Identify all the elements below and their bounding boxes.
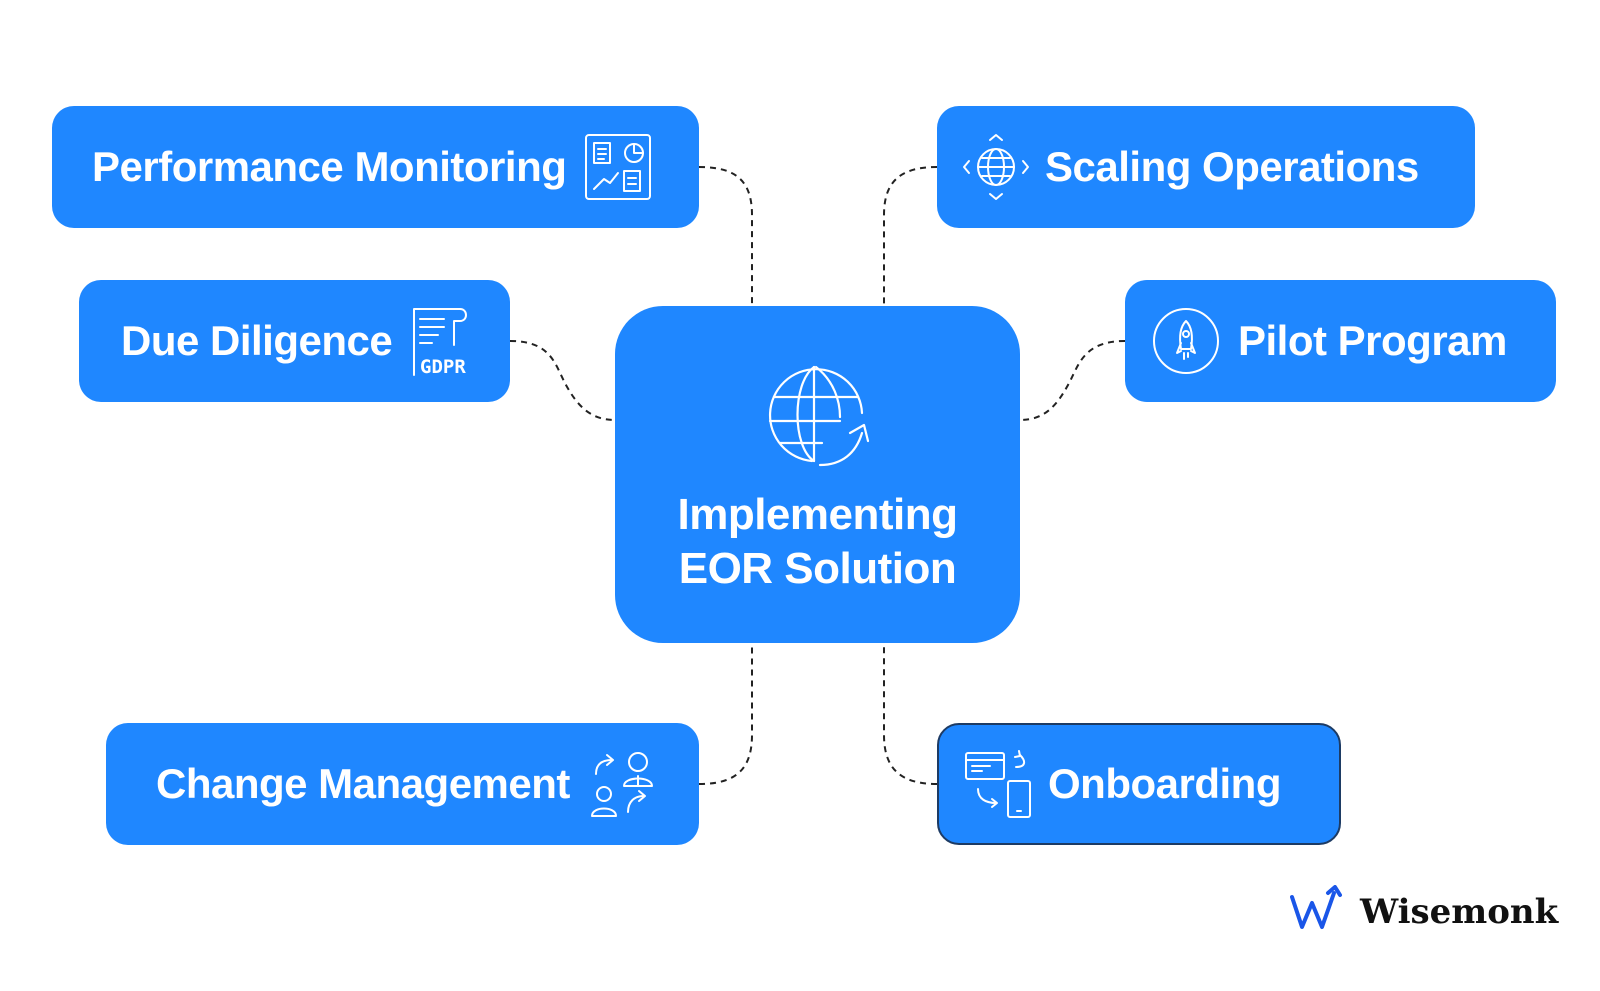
connector-pilot xyxy=(1019,340,1126,421)
people-exchange-icon xyxy=(588,750,656,818)
rocket-icon xyxy=(1152,307,1220,375)
node-label-change-management: Change Management xyxy=(156,760,570,807)
globe-arrow-icon xyxy=(762,361,874,478)
center-title: Implementing EOR Solution xyxy=(677,488,958,596)
node-label-onboarding: Onboarding xyxy=(1048,760,1281,807)
globe-expand-icon xyxy=(961,132,1031,202)
node-label-due-diligence: Due Diligence xyxy=(121,317,393,364)
devices-sync-icon xyxy=(964,749,1034,819)
node-onboarding: Onboarding xyxy=(937,723,1341,845)
center-title-line1: Implementing xyxy=(677,490,958,539)
connector-performance xyxy=(698,166,753,306)
node-label-pilot-program: Pilot Program xyxy=(1238,317,1507,364)
node-scaling-operations: Scaling Operations xyxy=(937,106,1475,228)
brand-name: Wisemonk xyxy=(1360,891,1559,932)
gdpr-document-icon: GDPR xyxy=(410,305,480,377)
dashboard-icon xyxy=(584,133,652,201)
node-pilot-program: Pilot Program xyxy=(1125,280,1556,402)
center-title-line2: EOR Solution xyxy=(678,544,957,593)
gdpr-text: GDPR xyxy=(420,356,466,377)
connector-change xyxy=(698,643,753,785)
center-node: Implementing EOR Solution xyxy=(615,306,1020,643)
brand-logo: Wisemonk xyxy=(1290,885,1558,938)
node-label-scaling-operations: Scaling Operations xyxy=(1045,143,1419,190)
connector-onboarding xyxy=(883,643,938,785)
wisemonk-logo-icon xyxy=(1290,885,1346,938)
node-label-performance-monitoring: Performance Monitoring xyxy=(92,143,567,190)
node-change-management: Change Management xyxy=(106,723,699,845)
connector-due-diligence xyxy=(509,340,616,421)
connector-scaling xyxy=(883,166,938,306)
node-performance-monitoring: Performance Monitoring xyxy=(52,106,699,228)
node-due-diligence: Due Diligence GDPR xyxy=(79,280,510,402)
